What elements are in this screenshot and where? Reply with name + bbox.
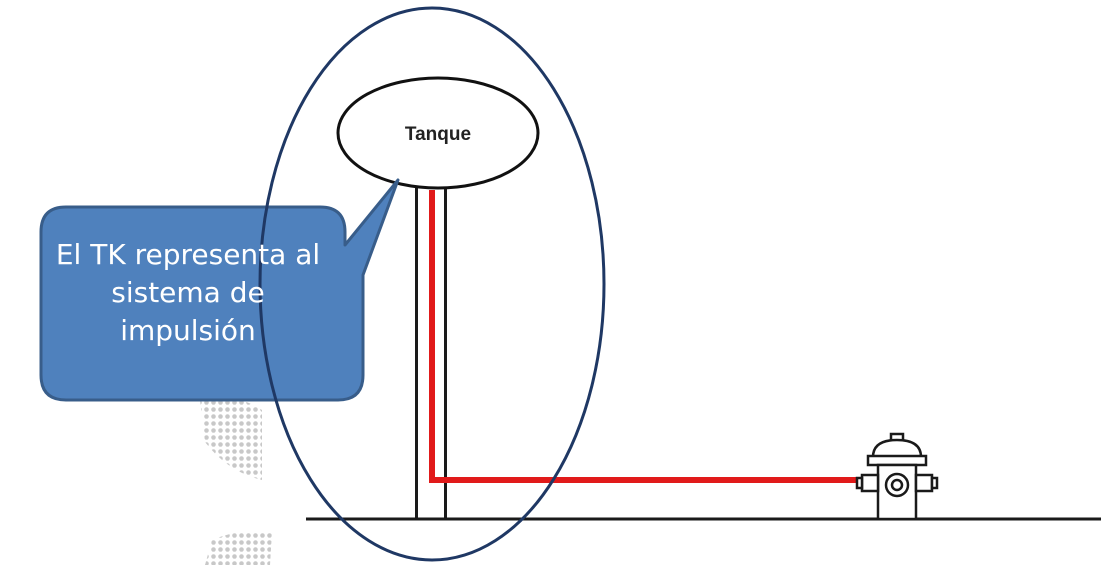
red-pipe <box>429 190 862 483</box>
highlight-ellipse <box>258 6 606 562</box>
callout-line: sistema de <box>111 276 265 309</box>
callout-line: impulsión <box>120 314 256 347</box>
halftone-decoration <box>200 397 272 565</box>
tank: Tanque <box>336 76 540 190</box>
fire-hydrant-icon <box>855 432 939 521</box>
callout-bubble <box>39 178 400 402</box>
tank-label: Tanque <box>405 124 471 145</box>
callout-line: El TK representa al <box>55 238 321 271</box>
callout-text: El TK representa al sistema de impulsión <box>38 236 338 350</box>
tank-stand <box>415 185 447 520</box>
